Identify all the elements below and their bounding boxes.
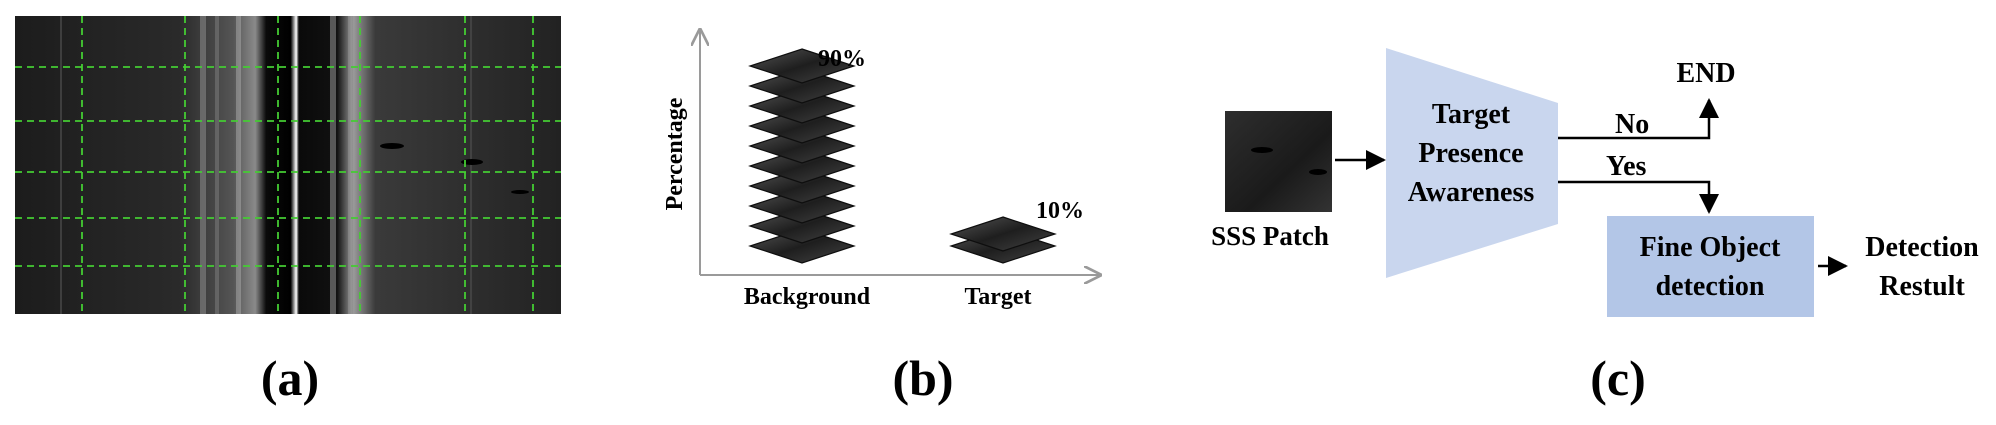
image-tile — [748, 108, 856, 144]
image-tile — [949, 216, 1057, 252]
awareness-trapezoid — [1386, 48, 1558, 278]
sss-patch-label: SSS Patch — [1211, 221, 1329, 251]
end-label: END — [1676, 58, 1735, 89]
detection-line-2: detection — [1656, 271, 1765, 302]
awareness-line-2: Presence — [1418, 138, 1523, 169]
target-mark — [380, 143, 404, 149]
percent-label-target: 10% — [1036, 198, 1084, 224]
result-line-1: Detection — [1865, 232, 1979, 263]
panel-a: (a) — [15, 16, 561, 406]
image-tile — [748, 128, 856, 164]
y-axis-label: Percentage — [662, 97, 688, 210]
awareness-line-3: Awareness — [1408, 177, 1535, 208]
caption-c: (c) — [1590, 350, 1646, 406]
image-tile — [748, 168, 856, 204]
caption-a: (a) — [261, 350, 319, 406]
sonar-texture — [60, 16, 472, 314]
image-tile — [748, 188, 856, 224]
image-tile — [748, 88, 856, 124]
caption-b: (b) — [892, 350, 953, 406]
patch-target-mark — [1309, 169, 1327, 175]
x-tick-background: Background — [744, 284, 871, 310]
target-stack — [949, 216, 1057, 264]
sss-patch-image — [1225, 111, 1332, 212]
arrow-yes-to-detection — [1558, 180, 1719, 214]
target-mark — [511, 190, 529, 194]
x-tick-target: Target — [964, 284, 1031, 310]
fine-detection-box — [1607, 216, 1814, 317]
arrow-no-to-end — [1558, 98, 1719, 140]
result-line-2: Restult — [1879, 271, 1965, 302]
background-stack — [748, 48, 856, 264]
target-mark — [461, 159, 483, 165]
image-tile — [748, 208, 856, 244]
awareness-line-1: Target — [1432, 99, 1511, 130]
patch-target-mark — [1251, 147, 1273, 153]
image-tile — [748, 148, 856, 184]
sonar-image — [15, 16, 561, 314]
panel-c: SSS Patch Target Presence Awareness No E… — [1211, 48, 1979, 406]
percent-label-background: 90% — [818, 46, 866, 72]
image-tile — [748, 48, 856, 84]
branch-yes-label: Yes — [1606, 151, 1647, 182]
grid-overlay — [15, 16, 561, 314]
branch-no-label: No — [1615, 109, 1649, 140]
image-tile — [748, 228, 856, 264]
panel-b: Percentage 90% 10% Background Target (b) — [662, 30, 1100, 406]
image-tile — [748, 68, 856, 104]
detection-line-1: Fine Object — [1640, 232, 1781, 263]
